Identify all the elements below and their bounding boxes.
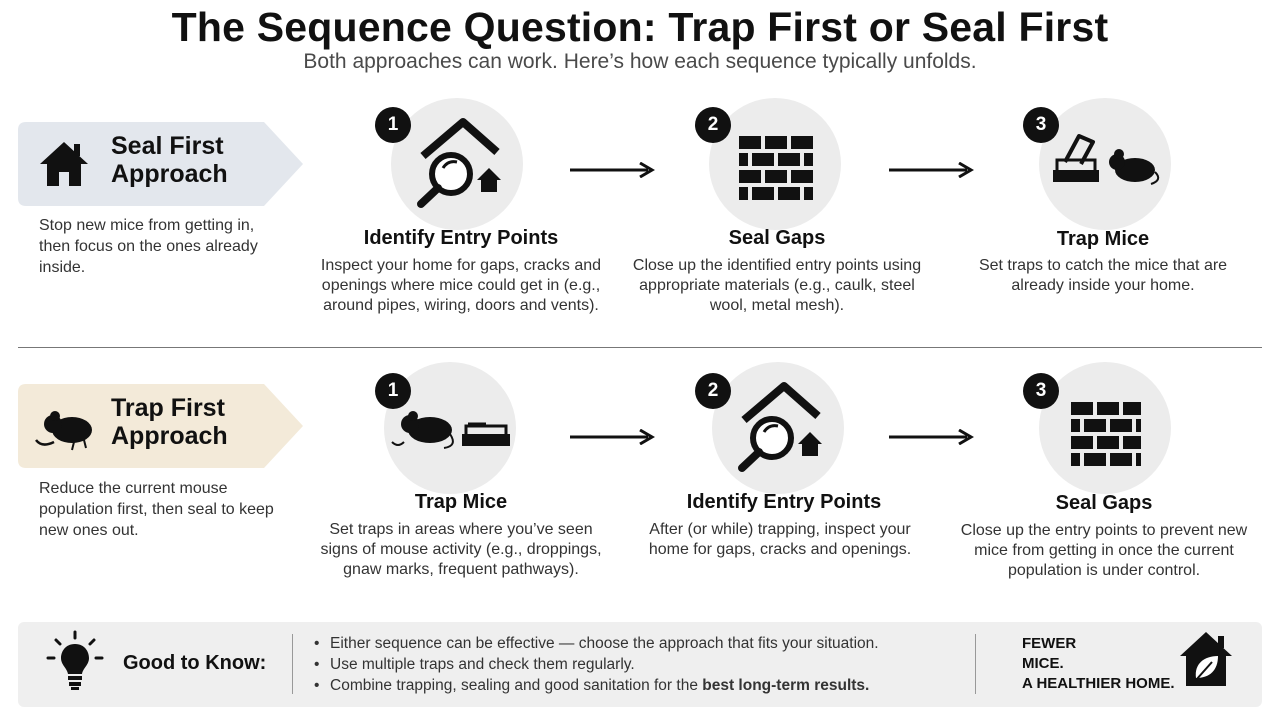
page-subtitle: Both approaches can work. Here’s how eac…: [303, 50, 977, 73]
house-magnifier-icon: [738, 382, 822, 472]
section-divider: [18, 347, 1262, 348]
house-magnifier-icon: [417, 118, 501, 208]
trap-first-title: Trap First Approach: [111, 394, 228, 450]
house-icon: [38, 140, 90, 193]
panel-divider: [975, 634, 976, 694]
seal-first-banner: Seal First Approach: [18, 122, 303, 206]
tip-item: •Combine trapping, sealing and good sani…: [314, 677, 870, 694]
step-description: Close up the identified entry points usi…: [632, 257, 922, 314]
step-number-badge: 3: [1023, 107, 1059, 143]
step-circle: [1039, 98, 1171, 230]
slogan: FEWER MICE. A HEALTHIER HOME.: [1022, 635, 1175, 692]
step-title: Trap Mice: [414, 491, 508, 513]
arrow-right-icon: [889, 162, 974, 178]
lightbulb-icon: [44, 630, 106, 697]
mouse-and-trap-icon: [391, 411, 510, 449]
step-description: Close up the entry points to prevent new…: [960, 522, 1248, 579]
tip-item: •Either sequence can be effective — choo…: [314, 635, 879, 652]
brick-wall-icon: [739, 136, 813, 200]
step-number-badge: 2: [695, 373, 731, 409]
step-number-badge: 1: [375, 107, 411, 143]
banner-shape: [18, 122, 303, 206]
page-title: The Sequence Question: Trap First or Sea…: [171, 4, 1109, 50]
step-title: Seal Gaps: [1055, 492, 1153, 514]
step-title: Seal Gaps: [728, 227, 826, 249]
step-title: Trap Mice: [1056, 228, 1150, 250]
step-circle: [712, 362, 844, 494]
step-description: Set traps in areas where you’ve seen sig…: [320, 521, 602, 578]
arrow-right-icon: [889, 429, 974, 445]
brick-wall-icon: [1071, 402, 1141, 466]
panel-divider: [292, 634, 293, 694]
step-circle: [391, 98, 523, 230]
step-number-badge: 2: [695, 107, 731, 143]
step-title: Identify Entry Points: [686, 491, 882, 513]
banner-shape: [18, 384, 303, 468]
trap-first-banner: Trap First Approach: [18, 384, 303, 468]
step-number-badge: 1: [375, 373, 411, 409]
house-leaf-icon: [1178, 630, 1234, 693]
tip-item: •Use multiple traps and check them regul…: [314, 656, 635, 673]
mouse-icon: [34, 406, 98, 457]
step-circle: [709, 98, 841, 230]
good-to-know-panel: [18, 622, 1262, 707]
trap-and-mouse-icon: [1053, 134, 1160, 185]
arrow-right-icon: [570, 429, 655, 445]
step-number-badge: 3: [1023, 373, 1059, 409]
seal-first-title: Seal First Approach: [111, 132, 228, 188]
step-description: After (or while) trapping, inspect your …: [648, 521, 912, 558]
step-description: Set traps to catch the mice that are alr…: [978, 257, 1228, 294]
good-to-know-label: Good to Know:: [123, 652, 267, 674]
step-title: Identify Entry Points: [363, 227, 559, 249]
seal-first-description: Stop new mice from getting in, then focu…: [39, 217, 258, 276]
step-circle: [1039, 362, 1171, 494]
trap-first-description: Reduce the current mouse population firs…: [39, 480, 274, 539]
step-description: Inspect your home for gaps, cracks and o…: [320, 257, 602, 314]
arrow-right-icon: [570, 162, 655, 178]
